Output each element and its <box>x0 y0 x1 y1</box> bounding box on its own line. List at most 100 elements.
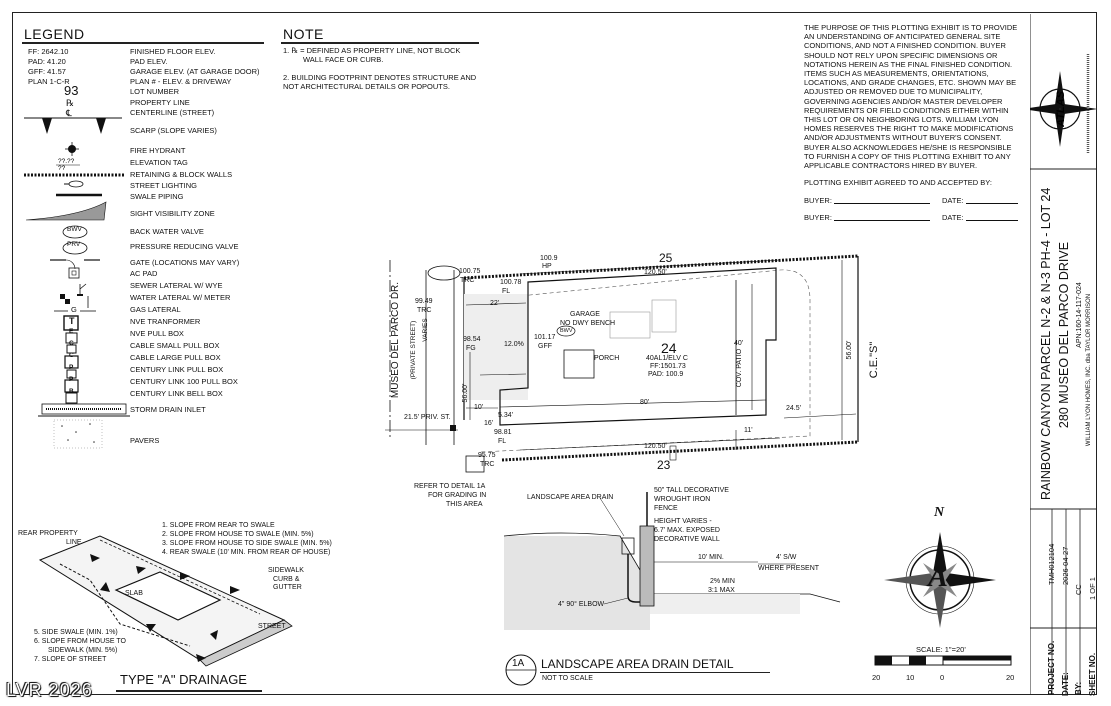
street-name: MUSEO DEL PARCO DR. <box>390 281 401 399</box>
driveway <box>464 294 528 400</box>
property-line-bottom <box>501 440 859 462</box>
detail-marker <box>505 654 537 686</box>
legend-text: RETAINING & BLOCK WALLS <box>130 170 233 179</box>
title-block: ATLAS <box>1030 14 1096 694</box>
private-street-label: (PRIVATE STREET) <box>410 320 417 380</box>
elev-95-75: 95.75 <box>478 452 496 459</box>
legend-text: CENTURY LINK 100 PULL BOX <box>130 377 238 386</box>
date-line-1[interactable] <box>966 203 1018 204</box>
trc-label-3: TRC <box>480 461 495 468</box>
street-label: STREET <box>258 623 286 630</box>
elev-101-17: 101.17 <box>534 334 556 341</box>
fence-label-a: 50" TALL DECORATIVE <box>654 487 729 494</box>
rear-property-b: LINE <box>66 539 82 546</box>
scale-tick-10: 10 <box>906 673 915 682</box>
elevation-tag-icon: ??.?? <box>58 158 75 165</box>
where-present-label: WHERE PRESENT <box>758 565 820 572</box>
street-light-symbol <box>427 265 461 281</box>
note-2b: NOT ARCHITECTURAL DETAILS OR POPOUTS. <box>283 82 450 91</box>
by-label: BY: <box>1074 681 1083 695</box>
legend-text: PAD ELEV. <box>130 57 168 66</box>
lot-25: 25 <box>659 251 673 265</box>
drainage-title: TYPE "A" DRAINAGE <box>120 672 247 687</box>
legend-text: NVE TRANFORMER <box>130 317 201 326</box>
slab-shape <box>114 571 222 621</box>
cable-large-box-icon <box>64 355 79 369</box>
legend-symbol: G <box>71 305 77 314</box>
landscape-drain-label: LANDSCAPE AREA DRAIN <box>527 494 614 501</box>
curb-label-a: CURB & <box>273 576 300 583</box>
scarp-icon <box>42 118 52 134</box>
buyer-signature-line-1[interactable] <box>834 203 930 204</box>
legend-text: AC PAD <box>130 269 158 278</box>
height-label-a: HEIGHT VARIES - <box>654 518 712 525</box>
legend-text: STORM DRAIN INLET <box>130 405 206 414</box>
date-value: 2026-04-27 <box>1061 546 1070 585</box>
varies-label: VARIES <box>422 318 429 342</box>
legend-symbol: PRV <box>67 241 81 248</box>
plot-plan <box>385 254 859 473</box>
drainage-note-5: 5. SIDE SWALE (MIN. 1%) <box>34 629 118 636</box>
pad-label: PAD: 100.9 <box>648 371 684 378</box>
legend-symbol: PAD: 41.20 <box>28 57 66 66</box>
legend-text: PLAN # - ELEV. & DRIVEWAY <box>130 77 232 86</box>
water-meter-icon <box>60 294 65 299</box>
curb-label-b: GUTTER <box>273 584 302 591</box>
legend-text: GATE (LOCATIONS MAY VARY) <box>130 258 240 267</box>
legend-title: LEGEND <box>24 26 85 42</box>
scale-tick-0: 0 <box>940 673 945 682</box>
rear-property-a: REAR PROPERTY <box>18 530 78 537</box>
drainage-diagram <box>38 535 293 667</box>
legend-text: SWALE PIPING <box>130 192 184 201</box>
drainage-note-1: 1. SLOPE FROM REAR TO SWALE <box>162 522 275 529</box>
north-emblem-letter: A <box>928 560 949 593</box>
sidewalk-label: SIDEWALK <box>268 567 304 574</box>
north-letter: N <box>934 505 945 520</box>
legend-symbol: 93 <box>64 83 79 98</box>
logo-text: ATLAS <box>1055 90 1067 128</box>
nve-pull-box-icon <box>65 332 78 344</box>
scarp-icon-2 <box>96 118 106 134</box>
legend-text: PRESSURE REDUCING VALVE <box>130 242 239 251</box>
lot-23: 23 <box>657 458 671 472</box>
date-line-2[interactable] <box>966 220 1018 221</box>
legend-text: FIRE HYDRANT <box>130 146 186 155</box>
legend-symbol: T <box>69 316 75 326</box>
dim-11: 11' <box>744 427 753 434</box>
legend-text: CENTURY LINK BELL BOX <box>130 389 223 398</box>
pavers-icon <box>53 419 103 449</box>
plan-label: 40AL1/ELV C <box>646 355 688 362</box>
no-driveway-bench: NO DWY BENCH <box>560 320 616 327</box>
legend-text: PAVERS <box>130 436 160 445</box>
ces-label: C.E."S" <box>868 341 880 379</box>
porch-label: PORCH <box>594 355 620 362</box>
sheet-border <box>12 12 1097 695</box>
house-footprint <box>499 267 777 426</box>
legend-text: CENTURY LINK PULL BOX <box>130 365 224 374</box>
dim-16: 16' <box>484 420 494 427</box>
refer-detail-1: REFER TO DETAIL 1A <box>414 483 486 490</box>
detail-title: LANDSCAPE AREA DRAIN DETAIL <box>541 657 734 671</box>
detail-marker-text: 1A <box>512 658 525 669</box>
three-one-label: 3:1 MAX <box>708 587 735 594</box>
buyer-signature-line-2[interactable] <box>834 220 930 221</box>
legend-text: CABLE SMALL PULL BOX <box>130 341 220 350</box>
elev-100-9: 100.9 <box>540 255 558 262</box>
elev-99-49: 99.49 <box>415 298 433 305</box>
height-label-b: 6.7' MAX. EXPOSED <box>654 527 720 534</box>
date-label-2: DATE: <box>942 213 964 222</box>
curb-surface <box>199 619 293 667</box>
century-link-100-box-icon <box>64 379 79 393</box>
detail-title-underline <box>540 672 770 673</box>
hp-label: HP <box>542 263 552 270</box>
fence-label-b: WROUGHT IRON <box>654 496 711 503</box>
scale-label: SCALE: 1"=20' <box>916 645 966 654</box>
agreed-label: PLOTTING EXHIBIT AGREED TO AND ACCEPTED … <box>804 178 992 187</box>
ac-pad-icon <box>68 267 80 279</box>
legend-symbol: FF: 2642.10 <box>28 47 69 56</box>
legend-symbol: BWV <box>67 226 82 233</box>
porch-outline <box>563 349 595 379</box>
legend-text: GARAGE ELEV. (AT GARAGE DOOR) <box>130 67 260 76</box>
scale-tick-20-right: 20 <box>1006 673 1015 682</box>
two-pct-label: 2% MIN <box>710 578 735 585</box>
